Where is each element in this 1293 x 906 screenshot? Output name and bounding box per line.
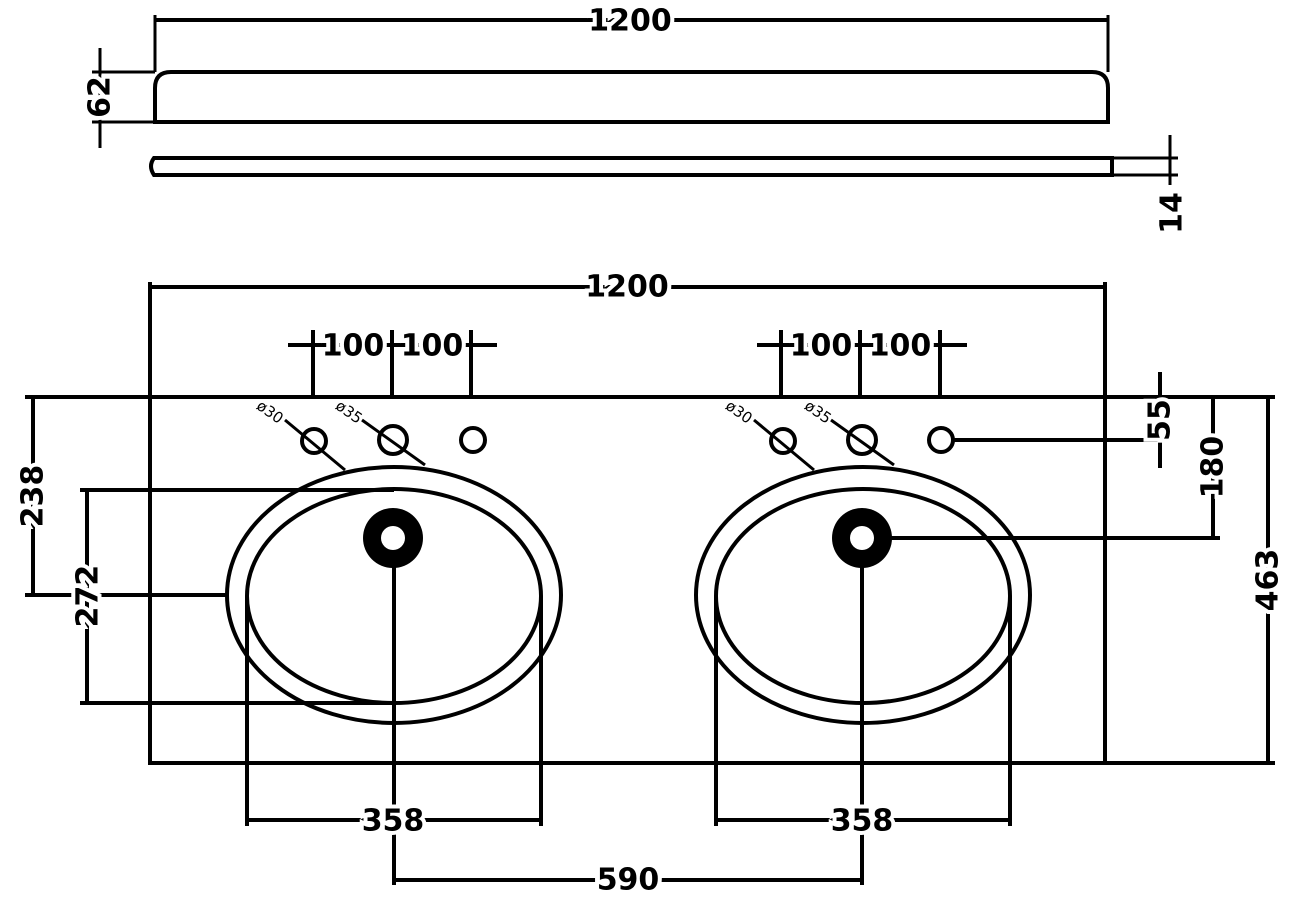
left-tap-hole	[459, 426, 487, 454]
basin-centres-label: 590	[597, 863, 660, 898]
left-tap-hole-35	[377, 424, 409, 456]
right-tap-hole	[927, 426, 955, 454]
left-basin-width-label: 358	[362, 804, 425, 839]
dim-463-label: 463	[1251, 549, 1286, 612]
dim-55-label: 55	[1143, 399, 1178, 441]
right-basin-width-label: 358	[831, 804, 894, 839]
plan-width-label: 1200	[585, 270, 669, 305]
dim-180-label: 180	[1196, 436, 1231, 499]
countertop-outline	[148, 395, 1107, 765]
thickness-label: 14	[1155, 192, 1190, 234]
right-tap-hole-35	[846, 424, 878, 456]
left-hole-dia-35: ø35	[332, 397, 365, 428]
plan-view: 1200 100 100 100 100 ø30 ø35 ø30 ø35	[12, 266, 1290, 902]
left-tap-spacing-1: 100	[322, 329, 385, 364]
left-tap-hole-30	[300, 427, 328, 455]
right-tap-spacing-1: 100	[790, 329, 853, 364]
right-tap-hole-30	[769, 427, 797, 455]
right-tap-spacing-2: 100	[869, 329, 932, 364]
top-profile-outline	[153, 70, 1110, 124]
left-tap-spacing-2: 100	[401, 329, 464, 364]
dim-238-label: 238	[16, 465, 51, 528]
right-hole-dia-35: ø35	[801, 397, 834, 428]
top-width-label: 1200	[588, 4, 672, 39]
dim-272-label: 272	[71, 565, 106, 628]
profile-view: 1200 62 14	[79, 0, 1194, 238]
right-hole-dia-30: ø30	[722, 397, 755, 428]
left-hole-dia-30: ø30	[253, 397, 286, 428]
upstand-outline	[149, 156, 1114, 177]
height-label: 62	[83, 76, 118, 118]
